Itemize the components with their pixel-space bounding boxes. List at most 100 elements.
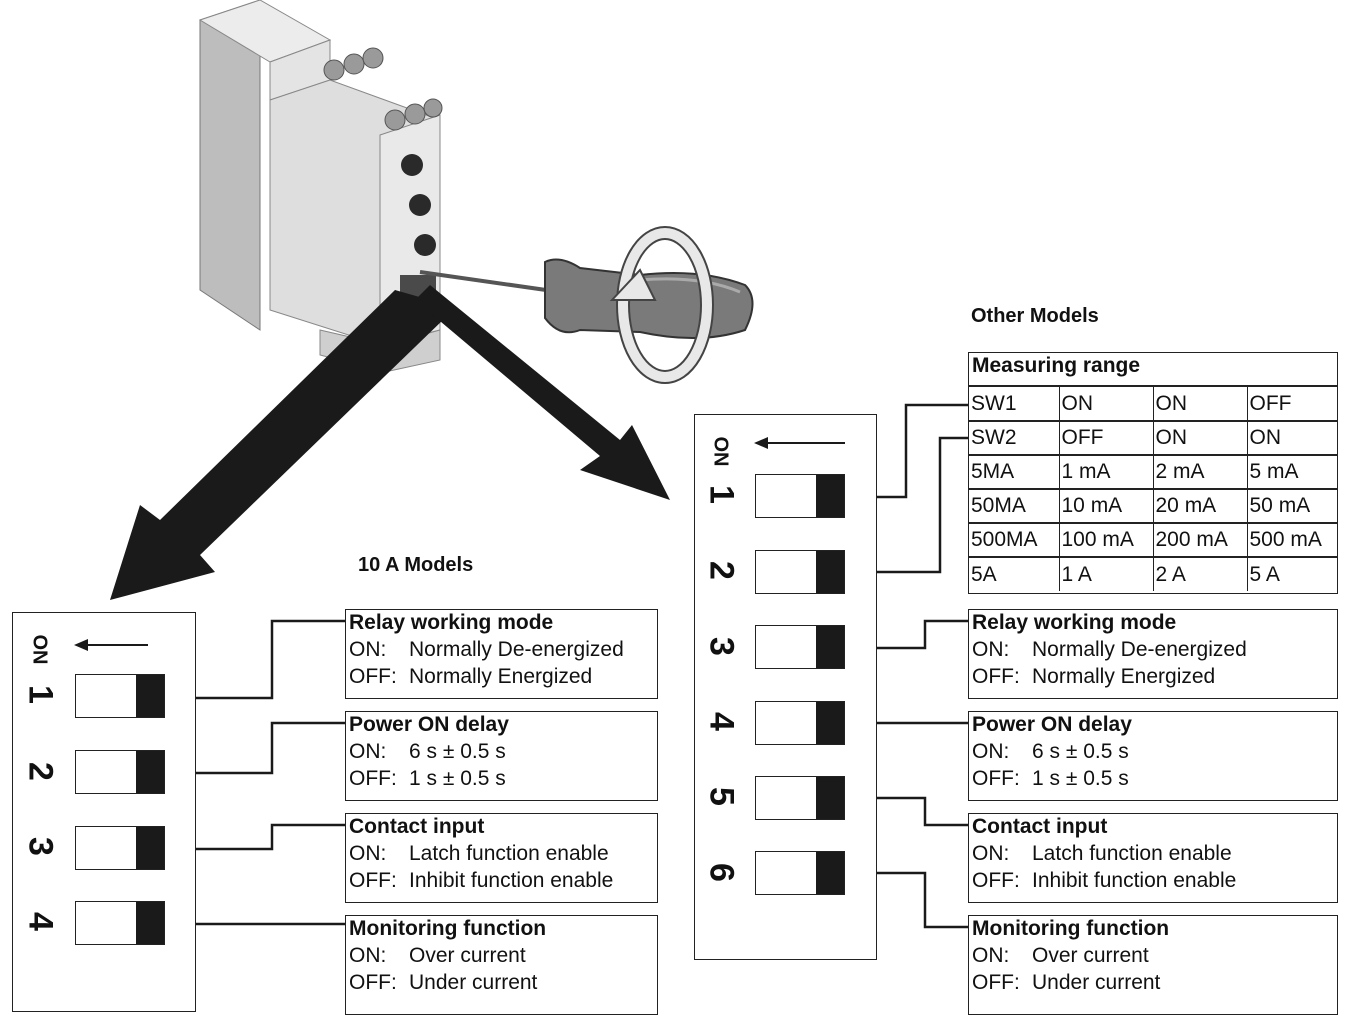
table-cell: ON <box>1059 387 1154 422</box>
table-row: SW1 ON ON OFF <box>969 387 1337 422</box>
dip-switch-1[interactable] <box>75 674 165 718</box>
table-cell: 200 mA <box>1153 523 1248 558</box>
table-row: 5MA 1 mA 2 mA 5 mA <box>969 455 1337 490</box>
dip-switch-6[interactable] <box>755 851 845 895</box>
row-key: ON: <box>349 944 387 967</box>
table-cell: SW1 <box>969 387 1060 422</box>
switch-number: 4 <box>702 712 741 731</box>
dip-switch-1[interactable] <box>755 474 845 518</box>
arrow-to-10a-panel <box>110 290 445 600</box>
info-box-relay-working-mode: Relay working mode ON: Normally De-energi… <box>968 609 1338 699</box>
info-title: Monitoring function <box>972 917 1170 940</box>
table-cell: 2 mA <box>1153 455 1248 490</box>
table-cell: ON <box>1247 421 1337 456</box>
table-cell: OFF <box>1059 421 1154 456</box>
row-value: Over current <box>1032 944 1149 967</box>
table-cell: 50 mA <box>1247 489 1337 524</box>
table-cell: 1 A <box>1059 557 1154 591</box>
row-value: Inhibit function enable <box>1032 869 1237 892</box>
dip-switch-4[interactable] <box>75 901 165 945</box>
dip-switch-3[interactable] <box>755 625 845 669</box>
measuring-range-table: Measuring range SW1 ON ON OFF SW2 OFF ON… <box>968 352 1338 594</box>
row-value: 1 s ± 0.5 s <box>409 767 506 790</box>
table-cell: 1 mA <box>1059 455 1154 490</box>
row-key: OFF: <box>972 665 1020 688</box>
info-title: Power ON delay <box>349 713 509 736</box>
rotation-arrow <box>609 226 714 384</box>
info-box-power-on-delay: Power ON delay ON:6 s ± 0.5 s OFF:1 s ± … <box>345 711 658 801</box>
row-value: Normally De-energized <box>1032 638 1247 661</box>
row-key: ON: <box>972 740 1010 763</box>
row-key: OFF: <box>349 665 397 688</box>
switch-number: 5 <box>702 787 741 806</box>
row-key: ON: <box>972 638 1010 661</box>
row-value: Latch function enable <box>409 842 609 865</box>
row-value: Normally Energized <box>1032 665 1216 688</box>
table-cell: 2 A <box>1153 557 1248 591</box>
info-box-power-on-delay: Power ON delay ON: 6 s ± 0.5 s OFF: 1 s ± … <box>968 711 1338 801</box>
table-cell: 5MA <box>969 455 1060 490</box>
row-value: 1 s ± 0.5 s <box>1032 767 1129 790</box>
row-key: OFF: <box>972 869 1020 892</box>
table-title: Measuring range <box>969 353 1337 387</box>
table-row: SW2 OFF ON ON <box>969 421 1337 456</box>
range-table-body: SW1 ON ON OFF SW2 OFF ON ON 5MA 1 mA 2 m… <box>969 387 1337 591</box>
row-value: Inhibit function enable <box>409 869 614 892</box>
row-value: 6 s ± 0.5 s <box>1032 740 1129 763</box>
table-cell: 20 mA <box>1153 489 1248 524</box>
row-value: Normally Energized <box>409 665 593 688</box>
info-box-contact-input: Contact input ON: Latch function enable O… <box>345 813 658 903</box>
row-key: ON: <box>972 842 1010 865</box>
info-title: Contact input <box>349 815 485 838</box>
table-cell: 10 mA <box>1059 489 1154 524</box>
heading-10a-models: 10 A Models <box>358 554 474 576</box>
dip-switch-2[interactable] <box>75 750 165 794</box>
info-title: Contact input <box>972 815 1108 838</box>
info-title: Monitoring function <box>349 917 547 940</box>
table-row: 50MA 10 mA 20 mA 50 mA <box>969 489 1337 524</box>
row-value: Normally De-energized <box>409 638 624 661</box>
info-title: Relay working mode <box>349 611 554 634</box>
heading-other-models: Other Models <box>971 305 1099 327</box>
info-title: Power ON delay <box>972 713 1132 736</box>
info-box-monitoring-function: Monitoring function ON: Over current OFF:… <box>968 915 1338 1015</box>
row-value: Under current <box>1032 971 1161 994</box>
row-key: OFF: <box>972 971 1020 994</box>
switch-number: 1 <box>702 485 741 504</box>
info-box-relay-working-mode: Relay working mode ON:Normally De-energi… <box>345 609 658 699</box>
dip-switch-2[interactable] <box>755 550 845 594</box>
table-cell: ON <box>1153 421 1248 456</box>
row-value: Latch function enable <box>1032 842 1232 865</box>
table-cell: 50MA <box>969 489 1060 524</box>
row-key: OFF: <box>349 869 397 892</box>
arrow-to-other-panel <box>415 285 670 500</box>
table-cell: 5 A <box>1249 562 1280 586</box>
table-cell: 5A <box>969 557 1060 591</box>
info-box-monitoring-function: Monitoring function ON:Over current OFF:… <box>345 915 658 1015</box>
info-title: Relay working mode <box>972 611 1177 634</box>
switch-number: 6 <box>702 863 741 882</box>
switch-number: 3 <box>702 637 741 656</box>
row-key: ON: <box>972 944 1010 967</box>
table-row: 5A 1 A 2 A 5 A <box>969 557 1337 591</box>
dip-switch-3[interactable] <box>75 826 165 870</box>
switch-number: 2 <box>702 561 741 580</box>
row-key: ON: <box>349 842 387 865</box>
info-box-contact-input: Contact input ON: Latch function enable O… <box>968 813 1338 903</box>
dip-switch-5[interactable] <box>755 776 845 820</box>
table-row: 500MA 100 mA 200 mA 500 mA <box>969 523 1337 558</box>
table-cell: 100 mA <box>1059 523 1154 558</box>
row-key: OFF: <box>972 767 1020 790</box>
table-cell: 500 mA <box>1247 523 1337 558</box>
row-key: OFF: <box>349 971 397 994</box>
table-cell: 5 mA <box>1247 455 1337 490</box>
dip-switch-4[interactable] <box>755 701 845 745</box>
row-value: 6 s ± 0.5 s <box>409 740 506 763</box>
table-cell: SW2 <box>969 421 1060 456</box>
table-cell: OFF <box>1247 387 1337 422</box>
table-cell: ON <box>1153 387 1248 422</box>
table-cell: 500MA <box>969 523 1060 558</box>
